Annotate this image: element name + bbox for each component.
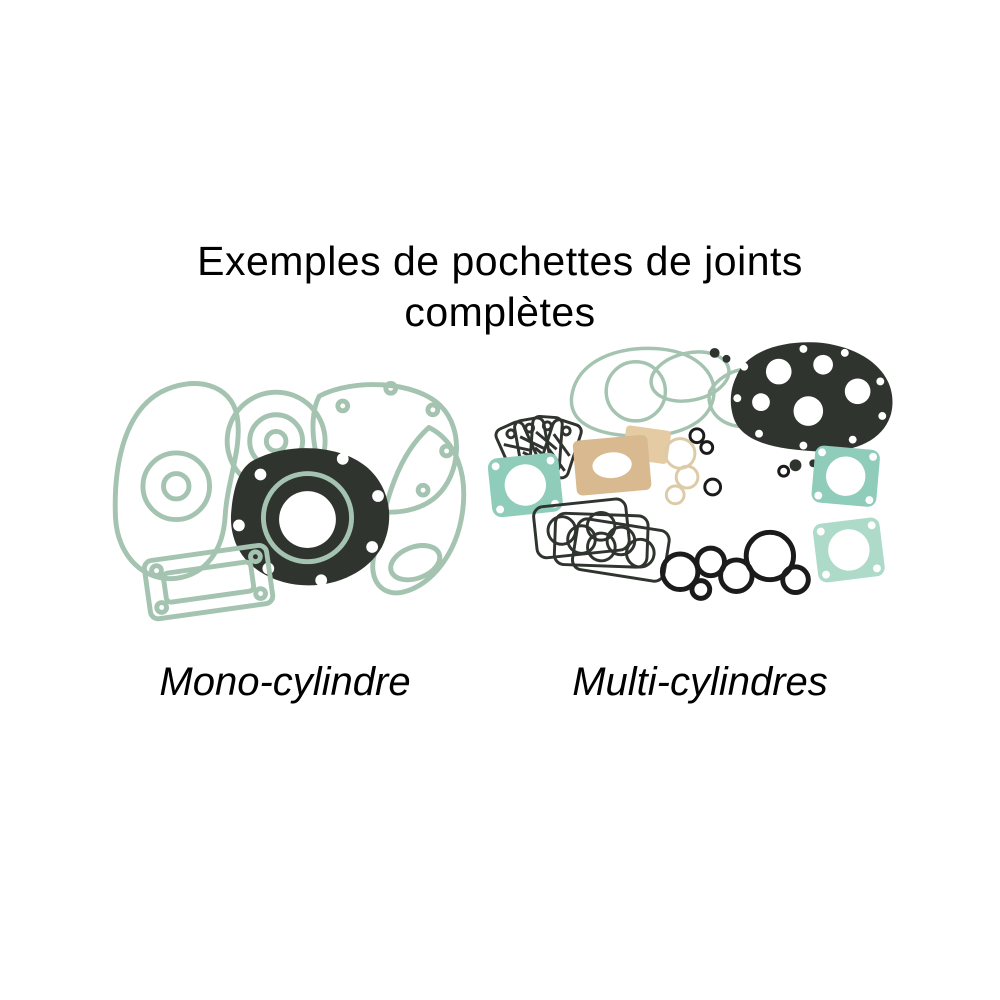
page-title: Exemples de pochettes de joints complète… [0, 236, 1000, 338]
mono-cylinder-gasket-set-image [92, 366, 474, 630]
multi-cylinder-gasket-set-image [478, 336, 902, 634]
teal-head-gaskets [487, 445, 885, 583]
rectangular-base-gasket [141, 542, 276, 622]
green-ring-overlay [260, 471, 355, 565]
dark-crankcase-gasket [730, 342, 893, 452]
multi-cylinder-label: Multi-cylindres [572, 660, 828, 704]
page-title-line2: complètes [404, 288, 596, 335]
paper-washers [663, 437, 700, 506]
mono-cylinder-label: Mono-cylindre [159, 660, 411, 704]
o-rings [659, 529, 811, 601]
page-title-line1: Exemples de pochettes de joints [197, 238, 803, 284]
small-o-rings [688, 427, 723, 497]
tan-paper-gaskets [572, 425, 672, 496]
dark-clutch-cover-gasket [230, 448, 390, 587]
